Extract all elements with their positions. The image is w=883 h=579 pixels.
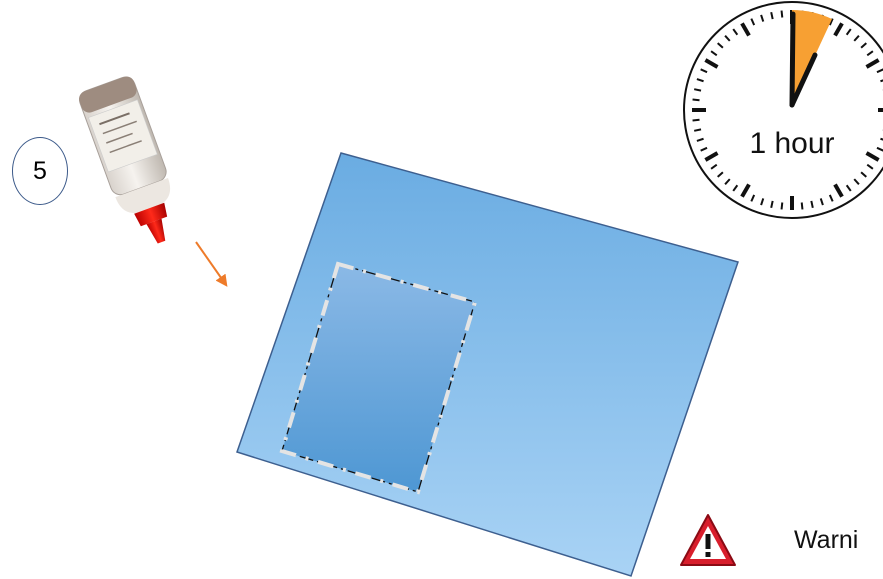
clock-tick	[771, 12, 772, 19]
clock-tick	[694, 89, 701, 90]
clock-tick	[693, 100, 700, 101]
clock-tick	[782, 11, 783, 18]
dispense-arrow	[196, 242, 224, 282]
clock-tick	[802, 202, 803, 209]
timer-label: 1 hour	[734, 127, 850, 161]
clock-tick	[811, 201, 812, 208]
warning-triangle-icon	[681, 515, 735, 565]
clock-tick	[771, 201, 772, 208]
step-number-badge: 5	[12, 137, 68, 205]
clock-tick	[782, 202, 783, 209]
glue-bottle	[77, 74, 189, 252]
warning-label: Warni	[794, 526, 858, 555]
clock-icon	[684, 2, 883, 218]
clock-tick	[694, 129, 701, 130]
step-number: 5	[33, 157, 47, 186]
clock-tick	[693, 120, 700, 121]
